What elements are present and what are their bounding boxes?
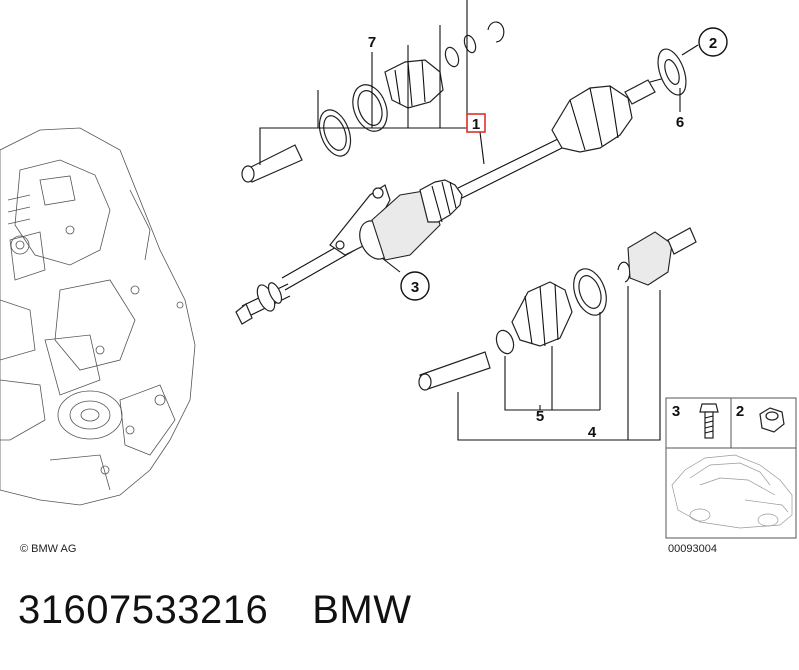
inset-label-bolt: 3 [672,403,680,420]
callout-4: 4 [588,424,597,441]
callout-1-highlight-box [466,113,486,133]
kit-7-parts [241,21,505,183]
car-outline-icon [671,454,793,529]
inset-panel: 3 2 [665,397,797,539]
drive-shaft-assembly [235,77,666,325]
leader-lines [259,0,699,441]
footer-caption: 31607533216 BMW [18,588,411,633]
bolt-icon [699,403,719,439]
part-number: 31607533216 [18,588,269,632]
nut-icon [759,407,785,433]
copyright-text: © BMW AG [20,543,76,555]
callout-3-circle [400,271,430,301]
callout-1: 1 [472,116,480,133]
callout-5: 5 [536,408,544,425]
callout-6: 6 [676,114,684,131]
drawing-number: 00093004 [668,543,717,555]
inset-label-nut: 2 [736,403,744,420]
callout-2-circle [698,27,728,57]
transmission-housing [0,127,196,506]
kit-4-5-parts [418,227,697,391]
brand-name: BMW [312,588,412,632]
callout-7: 7 [368,34,376,51]
callout-2: 2 [709,35,717,52]
callout-3: 3 [411,279,419,296]
